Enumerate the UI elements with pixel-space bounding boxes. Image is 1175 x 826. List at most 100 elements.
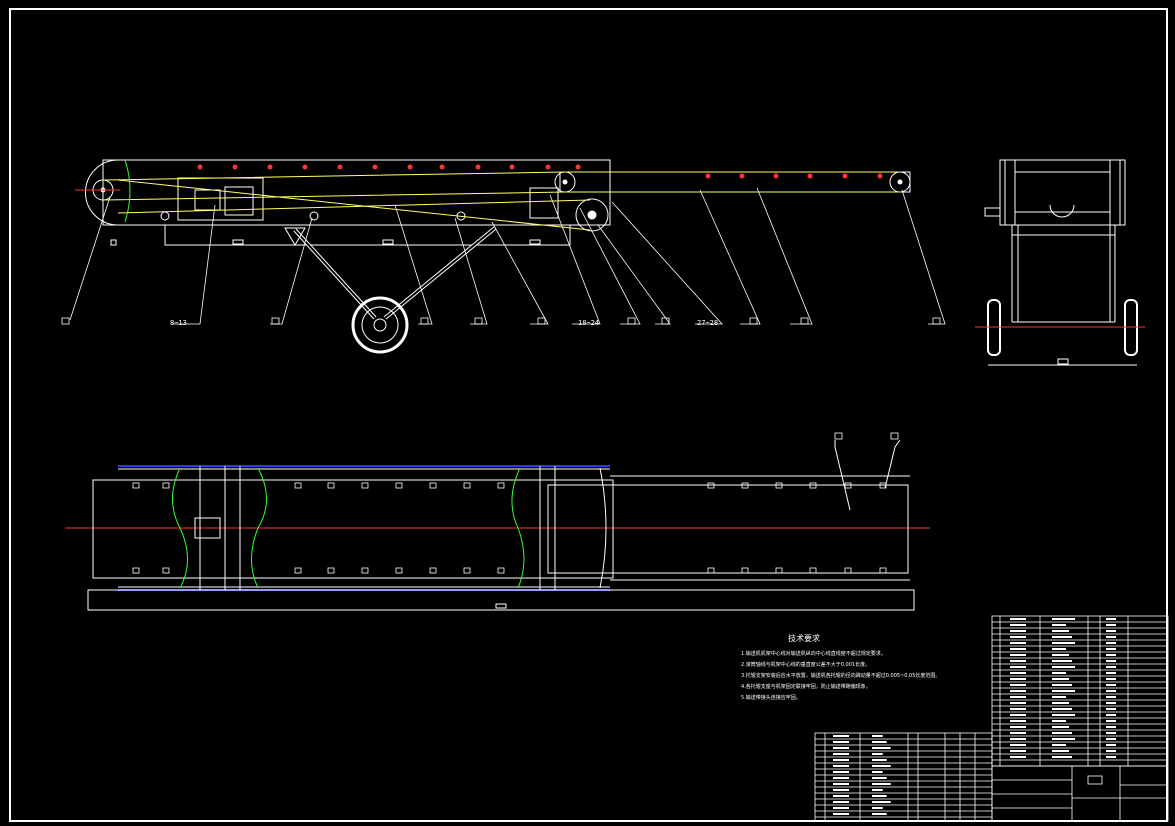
- table-cell-text: [1010, 750, 1026, 752]
- idler-markers: [197, 164, 883, 179]
- parts-list-table: [814, 615, 1169, 822]
- tech-note-line: 5.输送带接头连接应牢固。: [741, 694, 801, 701]
- side-frame-top: [999, 159, 1126, 226]
- tech-note-line: 3.托辊支架安装后应水平放置，输送机各托辊的径向跳动量不超过0.005~0.05…: [741, 672, 940, 679]
- table-cell-text: [1052, 636, 1072, 638]
- table-cell-text: [1106, 648, 1116, 650]
- table-cell-text: [1010, 690, 1026, 692]
- side-view: [975, 159, 1145, 366]
- table-cell-text: [1106, 624, 1116, 626]
- belt-lines: [75, 159, 900, 231]
- extension-frame: [559, 171, 911, 193]
- top-frame-ext: [547, 484, 909, 574]
- table-cell-text: [1052, 672, 1066, 674]
- table-cell-text: [1106, 702, 1116, 704]
- table-cell-text: [833, 747, 849, 749]
- table-cell-text: [1010, 684, 1026, 686]
- table-cell-text: [1052, 702, 1069, 704]
- side-handle: [984, 207, 1001, 217]
- table-cell-text: [1010, 708, 1026, 710]
- table-cell-text: [833, 771, 849, 773]
- table-cell-text: [1010, 654, 1026, 656]
- belt-upper: [102, 171, 900, 181]
- table-cell-text: [872, 777, 887, 779]
- table-cell-text: [1106, 696, 1116, 698]
- table-cell-text: [1106, 732, 1116, 734]
- table-cell-text: [1010, 630, 1026, 632]
- table-cell-text: [1052, 726, 1069, 728]
- table-cell-text: [1106, 678, 1116, 680]
- table-cell-text: [1052, 732, 1072, 734]
- table-cell-text: [1106, 654, 1116, 656]
- table-cell-text: [1106, 630, 1116, 632]
- table-cell-text: [1010, 744, 1026, 746]
- table-cell-text: [1010, 720, 1026, 722]
- table-cell-text: [1106, 750, 1116, 752]
- table-cell-text: [1106, 708, 1116, 710]
- table-cell-text: [833, 735, 849, 737]
- table-cell-text: [833, 801, 849, 803]
- table-cell-text: [1052, 648, 1066, 650]
- table-cell-text: [1052, 744, 1066, 746]
- table-cell-text: [1106, 636, 1116, 638]
- table-cell-text: [833, 807, 849, 809]
- frame-tail-round: [85, 159, 119, 226]
- tech-note-line: 4.各托辊支座与机架固定联接牢固，防止输送带跑偏现象。: [741, 683, 871, 690]
- tech-notes-title: 技术要求: [788, 633, 820, 643]
- tech-note-line: 2.滚筒轴线与机架中心线的垂直度公差不大于0.001长度。: [741, 661, 870, 668]
- tech-note-line: 1.输送机机架中心线对输送机纵向中心线直线度不超过规定要求。: [741, 650, 886, 657]
- table-cell-text: [1106, 660, 1116, 662]
- leader-lines: [69, 187, 946, 325]
- table-cell-text: [1052, 690, 1075, 692]
- table-cell-text: [872, 783, 891, 785]
- table-cell-text: [1106, 726, 1116, 728]
- balloon-labels: 8~13 18~24 27~28: [61, 317, 941, 440]
- table-cell-text: [1052, 660, 1072, 662]
- table-cell-text: [833, 759, 849, 761]
- table-cell-text: [872, 789, 883, 791]
- table-cell-text: [1010, 738, 1026, 740]
- balloon-label: 8~13: [170, 319, 187, 327]
- table-cell-text: [1052, 720, 1066, 722]
- table-cell-text: [1010, 702, 1026, 704]
- table-cell-text: [1010, 648, 1026, 650]
- table-cell-text: [872, 801, 891, 803]
- table-cell-text: [833, 813, 849, 815]
- table-cell-text: [1010, 666, 1026, 668]
- table-cell-text: [1106, 714, 1116, 716]
- tail-curve-green: [124, 159, 131, 223]
- table-cell-text: [1106, 684, 1116, 686]
- table-cell-text: [872, 753, 883, 755]
- table-cell-text: [833, 753, 849, 755]
- table-cell-text: [1010, 636, 1026, 638]
- table-cell-text: [872, 759, 887, 761]
- title-block: [991, 765, 1169, 822]
- table-cell-text: [1106, 720, 1116, 722]
- table-cell-text: [872, 741, 887, 743]
- reducer-box: [529, 187, 559, 219]
- table-cell-text: [1010, 696, 1026, 698]
- top-motor: [194, 517, 221, 539]
- table-cell-text: [833, 777, 849, 779]
- drawing-border: [9, 8, 1168, 822]
- table-cell-text: [833, 789, 849, 791]
- table-cell-text: [1052, 714, 1075, 716]
- table-cell-text: [833, 783, 849, 785]
- top-frame-main: [92, 479, 614, 579]
- table-cell-text: [1106, 672, 1116, 674]
- table-cell-text: [1010, 642, 1026, 644]
- table-cell-text: [1010, 732, 1026, 734]
- table-cell-text: [872, 765, 891, 767]
- table-cell-text: [1052, 756, 1072, 758]
- table-cell-text: [872, 771, 883, 773]
- table-cell-text: [1052, 666, 1075, 668]
- balloon-label: 18~24: [578, 319, 599, 327]
- table-cell-text: [1052, 684, 1072, 686]
- table-cell-text: [1010, 660, 1026, 662]
- table-cell-text: [1106, 618, 1116, 620]
- table-cell-text: [1106, 690, 1116, 692]
- belt-return: [102, 191, 900, 201]
- table-cell-text: [1052, 738, 1075, 740]
- table-cell-text: [1010, 618, 1026, 620]
